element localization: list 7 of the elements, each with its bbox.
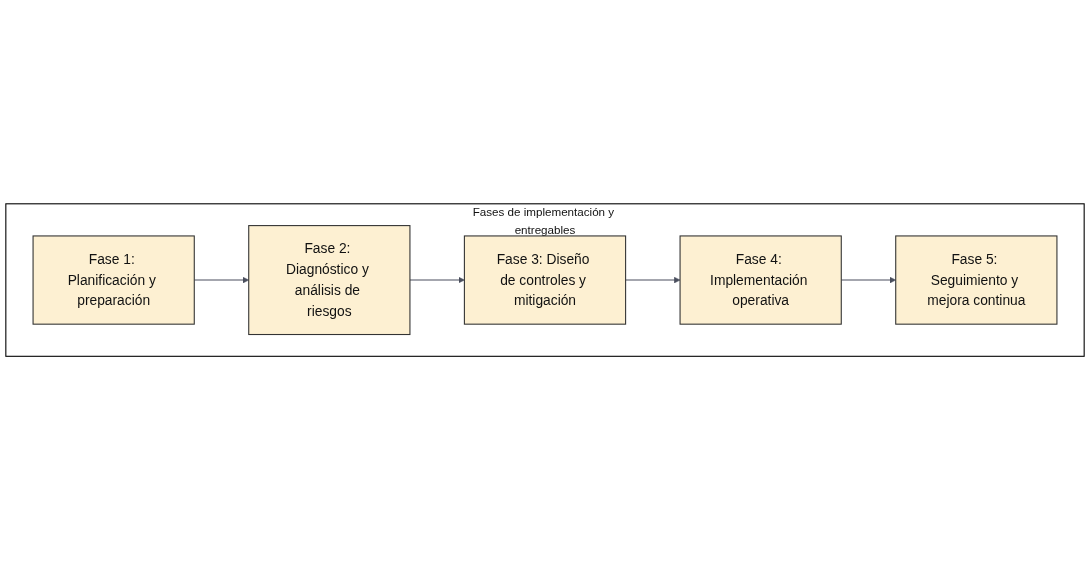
node-box: Fase 4: Implementación operativa [679,235,842,326]
node-box: Fase 3: Diseño de controles y mitigación [463,235,627,326]
node-box: Fase 2: Diagnóstico y análisis de riesgos [248,225,411,336]
node-box: Fase 5: Seguimiento y mejora continua [895,235,1058,326]
arrow [409,277,465,284]
node-box: Fase 1: Planificación y preparación [32,235,195,326]
arrow [625,277,681,284]
